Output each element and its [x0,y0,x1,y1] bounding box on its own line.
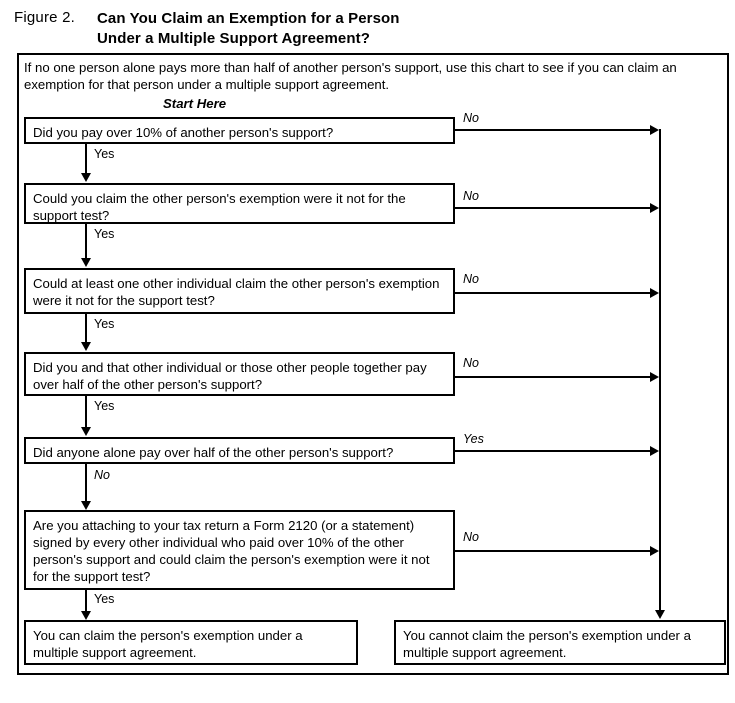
outcome-box-can-claim[interactable]: You can claim the person's exemption und… [24,620,358,665]
edge-label-q4-no: No [463,356,479,370]
arrowhead-branch-q4 [650,372,659,382]
figure-label: Figure 2. [14,9,75,26]
decision-box-q6[interactable]: Are you attaching to your tax return a F… [24,510,455,590]
arrowhead-branch-q3 [650,288,659,298]
edge-label-q3-yes: Yes [94,317,115,331]
intro-paragraph: If no one person alone pays more than ha… [24,60,677,92]
start-here-label: Start Here [163,96,227,111]
edge-label-q2-no: No [463,189,479,203]
page-title-line-1: Can You Claim an Exemption for a Person [97,10,400,27]
edge-label-q3-no: No [463,272,479,286]
arrowhead-q5-to-q6 [81,501,91,510]
decision-box-q4[interactable]: Did you and that other individual or tho… [24,352,455,396]
connector-q1-to-q2 [85,144,87,174]
connector-q3-to-q4 [85,314,87,343]
arrowhead-branch-q5 [650,446,659,456]
connector-q6-to-outcome [85,590,87,612]
edge-label-q4-yes: Yes [94,399,115,413]
arrowhead-branch-q6 [650,546,659,556]
arrowhead-branch-q2 [650,203,659,213]
arrowhead-q1-to-q2 [81,173,91,182]
branch-line-q1 [455,129,651,131]
decision-box-q2[interactable]: Could you claim the other person's exemp… [24,183,455,224]
edge-label-q1-no: No [463,111,479,125]
connector-q5-to-q6 [85,464,87,502]
edge-label-q6-no: No [463,530,479,544]
right-spine-vertical [659,129,661,611]
branch-line-q4 [455,376,651,378]
decision-box-q5[interactable]: Did anyone alone pay over half of the ot… [24,437,455,464]
page-title-line-2: Under a Multiple Support Agreement? [97,30,370,47]
outcome-box-cannot-claim[interactable]: You cannot claim the person's exemption … [394,620,726,665]
decision-box-q1[interactable]: Did you pay over 10% of another person's… [24,117,455,144]
branch-line-q3 [455,292,651,294]
edge-label-q5-yes: Yes [463,432,484,446]
page-title: Can You Claim an Exemption for a Person … [97,9,400,49]
connector-q2-to-q3 [85,224,87,259]
branch-line-q5 [455,450,651,452]
connector-q4-to-q5 [85,396,87,428]
arrowhead-q3-to-q4 [81,342,91,351]
branch-line-q6 [455,550,651,552]
edge-label-q5-no: No [94,468,110,482]
arrowhead-q6-to-outcome [81,611,91,620]
edge-label-q6-yes: Yes [94,592,115,606]
decision-box-q3[interactable]: Could at least one other individual clai… [24,268,455,314]
arrowhead-q2-to-q3 [81,258,91,267]
branch-line-q2 [455,207,651,209]
edge-label-q2-yes: Yes [94,227,115,241]
arrowhead-right-spine-to-outcome [655,610,665,619]
arrowhead-branch-q1 [650,125,659,135]
arrowhead-q4-to-q5 [81,427,91,436]
edge-label-q1-yes: Yes [94,147,115,161]
